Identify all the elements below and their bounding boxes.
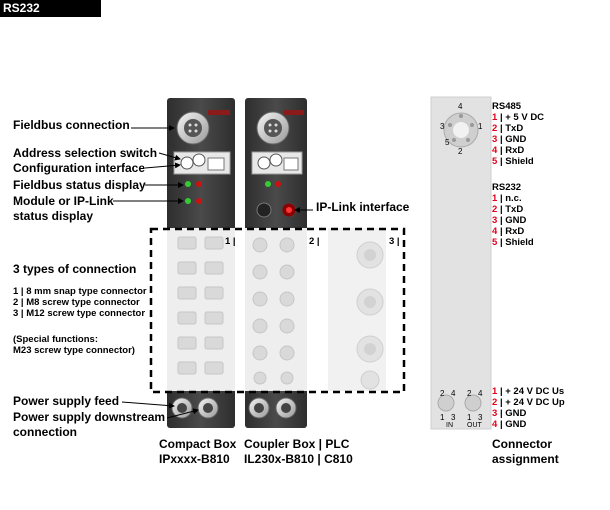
pin-label: | + 5 V DC <box>499 112 545 123</box>
strip-pwr-pin-3b: 3 <box>478 413 483 422</box>
connector-zone-outline <box>149 227 406 394</box>
power-pin-row: 2 | + 24 V DC Up <box>492 397 565 408</box>
pin-number: 4 <box>492 145 498 156</box>
caption-connector-line2: assignment <box>492 452 559 466</box>
pin-label: | GND <box>499 215 527 226</box>
label-config-interface: Configuration interface <box>13 161 146 175</box>
pin-number: 5 <box>492 156 498 167</box>
strip-pin-2: 2 <box>458 147 463 156</box>
pin-label: | Shield <box>499 156 534 167</box>
strip-pwr-pin-1: 1 <box>440 413 445 422</box>
pin-label: | GND <box>499 419 527 430</box>
caption-coupler-box-line1: Coupler Box | PLC <box>244 437 350 451</box>
caption-connector-line1: Connector <box>492 437 552 451</box>
pin-label: | Shield <box>499 237 534 248</box>
strip-pin-5: 5 <box>445 138 450 147</box>
pin-number: 1 <box>492 193 498 204</box>
rs232-pin-row: 2 | TxD <box>492 204 523 215</box>
pin-label: | RxD <box>499 145 525 156</box>
pin-number: 1 <box>492 386 498 397</box>
rs232-pin-row: 4 | RxD <box>492 226 524 237</box>
coupler-box-module <box>245 98 307 428</box>
strip-pin-1: 1 <box>478 122 483 131</box>
pin-number: 2 <box>492 123 498 134</box>
power-pin-row: 3 | GND <box>492 408 526 419</box>
rs232-pin-row: 5 | Shield <box>492 237 534 248</box>
rs485-pin-row: 3 | GND <box>492 134 526 145</box>
power-pin-row: 4 | GND <box>492 419 526 430</box>
rs485-pin-row: 5 | Shield <box>492 156 534 167</box>
pin-number: 5 <box>492 237 498 248</box>
pin-label: | n.c. <box>499 193 522 204</box>
label-type-1: 1 | 8 mm snap type connector <box>13 286 147 297</box>
label-power-downstream-line2: connection <box>13 425 78 439</box>
pin-number: 3 <box>492 215 498 226</box>
pin-number: 4 <box>492 226 498 237</box>
strip-pwr-pin-3: 3 <box>451 413 456 422</box>
pin-number: 3 <box>492 408 498 419</box>
caption-compact-box-line2: IPxxxx-B810 <box>159 452 230 466</box>
pin-number: 2 <box>492 397 498 408</box>
section-title: RS232 <box>3 1 40 15</box>
rs232-title: RS232 <box>492 182 522 193</box>
rs485-pin-row: 2 | TxD <box>492 123 523 134</box>
pin-label: | TxD <box>499 123 524 134</box>
label-module-status-line1: Module or IP-Link <box>13 194 114 208</box>
strip-in-label: IN <box>446 422 453 429</box>
pin-label: | + 24 V DC Up <box>499 397 565 408</box>
strip-pwr-pin-2: 2 <box>440 389 445 398</box>
strip-pwr-pin-2b: 2 <box>467 389 472 398</box>
strip-pwr-pin-4b: 4 <box>478 389 483 398</box>
pin-label: | RxD <box>499 226 525 237</box>
rs485-title: RS485 <box>492 101 522 112</box>
pin-label: | + 24 V DC Us <box>499 386 565 397</box>
slot-marker-3: 3 | <box>389 236 400 247</box>
label-connection-types: 3 types of connection <box>13 262 137 276</box>
strip-pin-3: 3 <box>440 122 445 131</box>
caption-coupler-box-line2: IL230x-B810 | C810 <box>244 452 353 466</box>
label-type-3: 3 | M12 screw type connector <box>13 308 146 319</box>
rs232-pin-row: 3 | GND <box>492 215 526 226</box>
rs485-pin-row: 1 | + 5 V DC <box>492 112 544 123</box>
caption-compact-box-line1: Compact Box <box>159 437 237 451</box>
label-special-1: (Special functions: <box>13 334 98 345</box>
label-power-feed: Power supply feed <box>13 394 120 408</box>
rs485-pin-row: 4 | RxD <box>492 145 524 156</box>
slot-marker-1: 1 | <box>225 236 236 247</box>
label-iplink-interface: IP-Link interface <box>316 200 410 214</box>
label-special-2: M23 screw type connector) <box>13 345 135 356</box>
pin-label: | GND <box>499 134 527 145</box>
connector-assignment-strip <box>430 96 492 430</box>
rs232-pin-row: 1 | n.c. <box>492 193 522 204</box>
label-fieldbus-status: Fieldbus status display <box>13 178 146 192</box>
pin-label: | TxD <box>499 204 524 215</box>
strip-pin-4: 4 <box>458 102 463 111</box>
pin-number: 2 <box>492 204 498 215</box>
label-power-downstream-line1: Power supply downstream <box>13 410 166 424</box>
slot-marker-2: 2 | <box>309 236 320 247</box>
label-fieldbus-connection: Fieldbus connection <box>13 118 130 132</box>
strip-pwr-pin-1b: 1 <box>467 413 472 422</box>
label-type-2: 2 | M8 screw type connector <box>13 297 140 308</box>
label-module-status-line2: status display <box>13 209 94 223</box>
pin-label: | GND <box>499 408 527 419</box>
pin-number: 3 <box>492 134 498 145</box>
pin-number: 1 <box>492 112 498 123</box>
section-header: RS232 <box>0 0 101 17</box>
label-address-switch: Address selection switch <box>13 146 158 160</box>
power-pin-row: 1 | + 24 V DC Us <box>492 386 564 397</box>
strip-out-label: OUT <box>467 422 482 429</box>
m12-connector-variant <box>328 228 386 391</box>
pin-number: 4 <box>492 419 498 430</box>
compact-box-module <box>167 98 235 428</box>
strip-pwr-pin-4: 4 <box>451 389 456 398</box>
